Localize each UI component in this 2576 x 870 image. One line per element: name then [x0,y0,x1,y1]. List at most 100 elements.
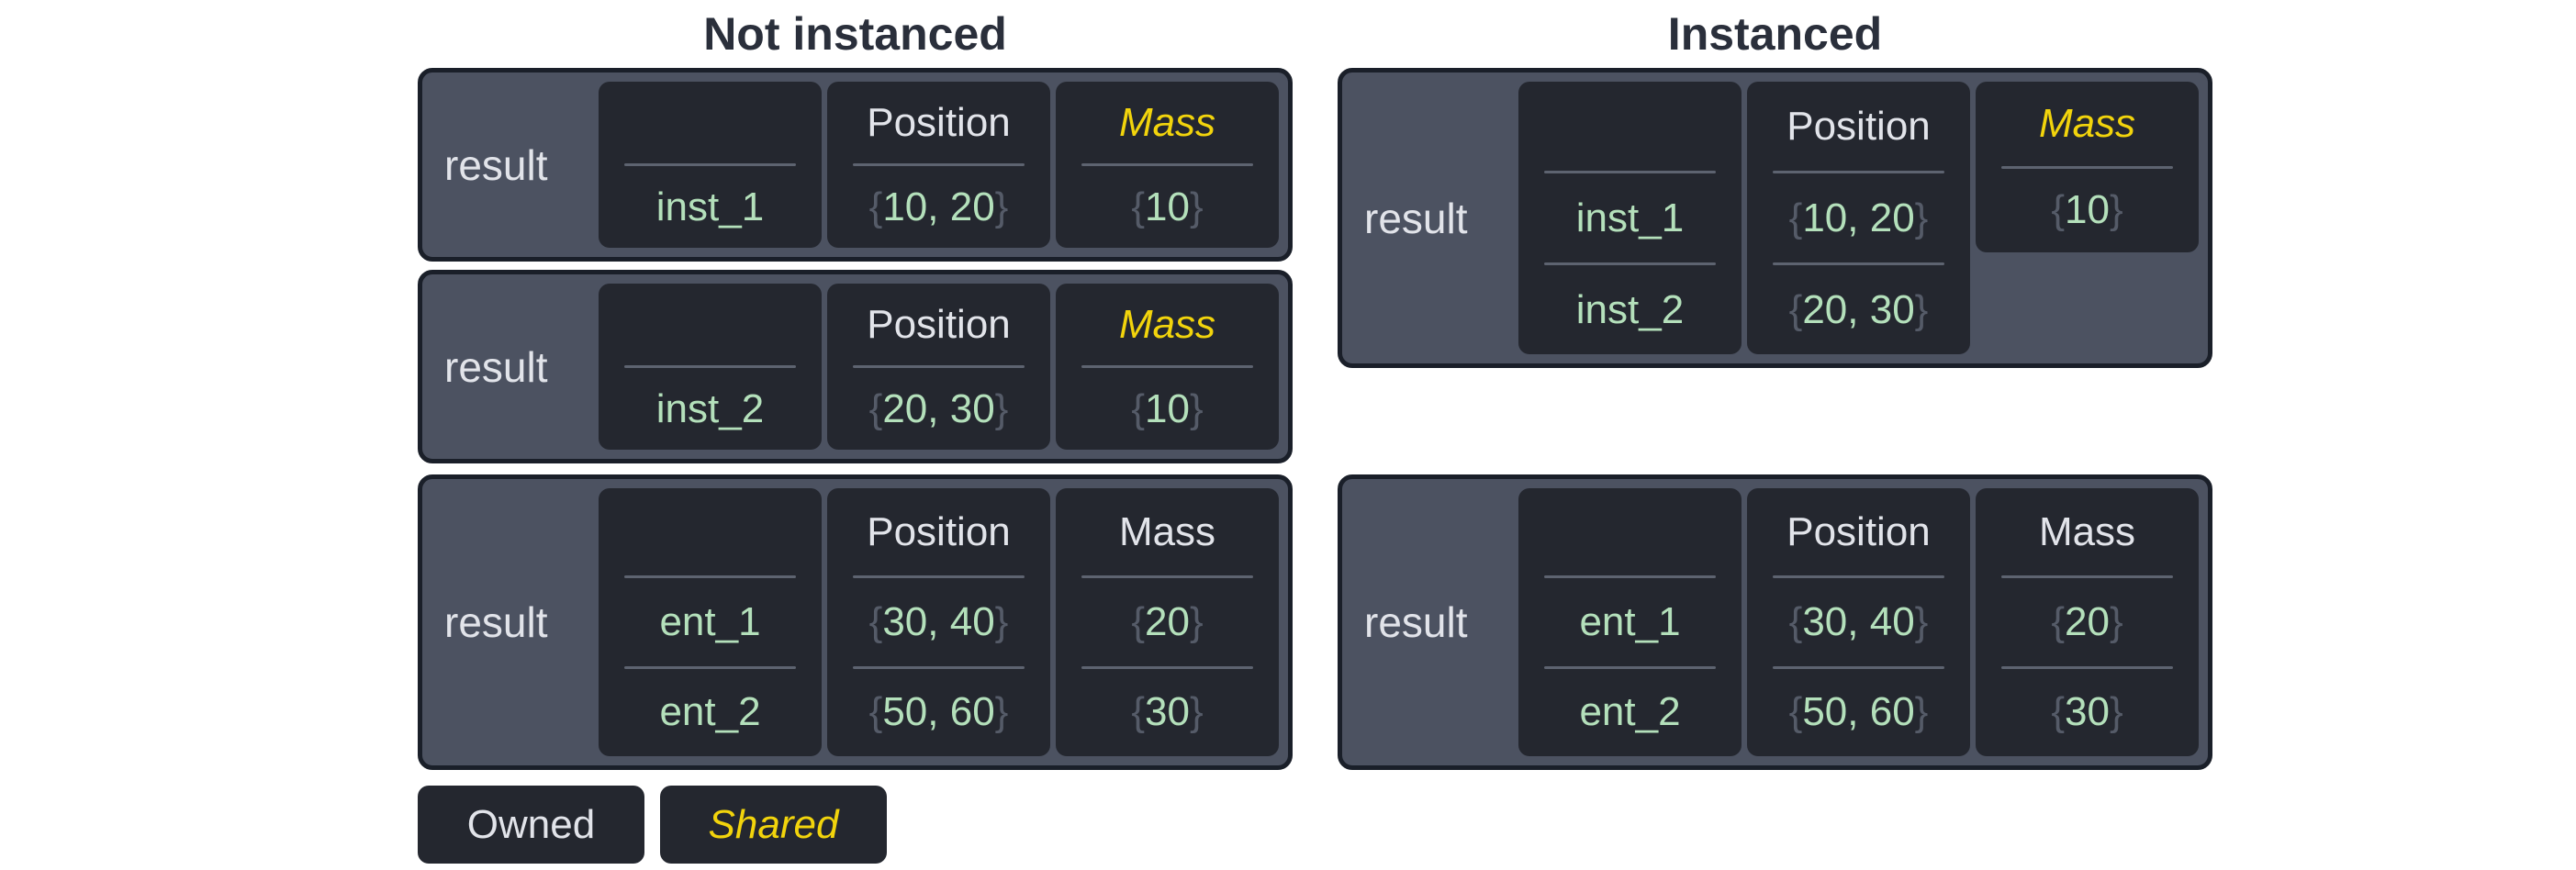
row-divider [624,163,796,166]
row-divider [1544,171,1716,173]
close-brace: } [1914,195,1929,240]
cell-value-numbers: 10, 20 [1802,195,1915,240]
close-brace: } [994,385,1009,431]
column-header: Mass [1118,301,1216,347]
open-brace: { [2051,598,2066,644]
legend-owned-label: Owned [466,801,596,847]
cell-value-numbers: 20, 30 [1802,286,1915,332]
cell-value: {50, 60} [1747,669,1970,756]
open-brace: { [868,598,883,644]
result-label: result [444,140,548,189]
cell-value-numbers: 10, 20 [882,184,995,229]
column-header: Position [867,301,1011,347]
row-divider [1081,365,1253,368]
close-brace: } [1189,184,1204,229]
legend-shared-label: Shared [708,801,839,847]
cell-value: {20, 30} [1747,265,1970,354]
cell-value-numbers: 50, 60 [1802,689,1915,735]
column-mass: Mass {10} [1056,284,1279,450]
close-brace: } [1189,598,1204,644]
column-mass: Mass{20}{30} [1976,488,2199,756]
row-divider [624,665,796,669]
component-columns: inst_2 Position {20, 30} Mass {10} [599,284,1279,450]
cell-value: inst_1 [1575,195,1685,240]
row-divider [853,665,1025,669]
close-brace: } [2109,689,2123,735]
close-brace: } [994,689,1009,735]
cell-value: {20} [1056,578,1279,665]
row-divider [853,163,1025,166]
legend: Owned Shared [418,786,887,864]
open-brace: { [1131,385,1146,431]
column-header: Mass [2038,508,2136,554]
section-title-instanced: Instanced [1667,8,1883,60]
column-position: Position{30, 40}{50, 60} [1747,488,1970,756]
result-label: result [444,598,548,646]
open-brace: { [868,184,883,229]
column-header: Position [1786,103,1931,149]
column-header-empty [1518,82,1742,171]
column-entities: inst_2 [599,284,822,450]
cell-value-numbers: 10 [1145,184,1190,229]
close-brace: } [994,598,1009,644]
cell-value-numbers: 20, 30 [882,385,995,431]
row-divider [624,365,796,368]
row-divider [1773,262,1944,265]
row-divider [1544,575,1716,579]
column-position: Position{10, 20}{20, 30} [1747,82,1970,354]
row-divider [2001,665,2173,669]
cell-value-numbers: 30 [2065,689,2110,735]
cell-value: {30, 40} [1747,578,1970,665]
row-divider [1544,665,1716,669]
column-position: Position {10, 20} [827,82,1050,248]
column-header-empty [599,284,822,365]
cell-value-numbers: 50, 60 [882,689,995,735]
legend-owned-box: Owned [418,786,644,864]
cell-value: {30, 40} [827,578,1050,665]
cell-value: {10} [1056,166,1279,248]
row-divider [624,575,796,579]
cell-value: {50, 60} [827,669,1050,756]
column-entities: inst_1 [599,82,822,248]
cell-value: ent_1 [1579,598,1681,644]
row-divider [1773,665,1944,669]
column-header: Position [867,99,1011,145]
cell-value: {10} [1976,169,2199,253]
close-brace: } [1189,385,1204,431]
cell-value: {20, 30} [827,368,1050,450]
section-title-not-instanced: Not instanced [703,8,1007,60]
column-position: Position{30, 40}{50, 60} [827,488,1050,756]
open-brace: { [2051,187,2066,233]
cell-value: inst_2 [655,385,765,431]
column-mass: Mass {10} [1976,82,2199,253]
row-divider [853,575,1025,579]
column-header: Mass [1118,508,1216,554]
row-divider [1081,665,1253,669]
open-brace: { [2051,689,2066,735]
cell-value-numbers: 10 [2065,187,2110,233]
cell-value: {10, 20} [827,166,1050,248]
cell-value-numbers: 30, 40 [882,598,995,644]
cell-value: inst_2 [1575,286,1685,332]
cell-value-numbers: 10 [1145,385,1190,431]
row-divider [2001,165,2173,169]
open-brace: { [1131,689,1146,735]
open-brace: { [1788,689,1803,735]
close-brace: } [1914,286,1929,332]
close-brace: } [1914,689,1929,735]
column-header: Mass [2038,100,2136,146]
column-mass: Mass{20}{30} [1056,488,1279,756]
